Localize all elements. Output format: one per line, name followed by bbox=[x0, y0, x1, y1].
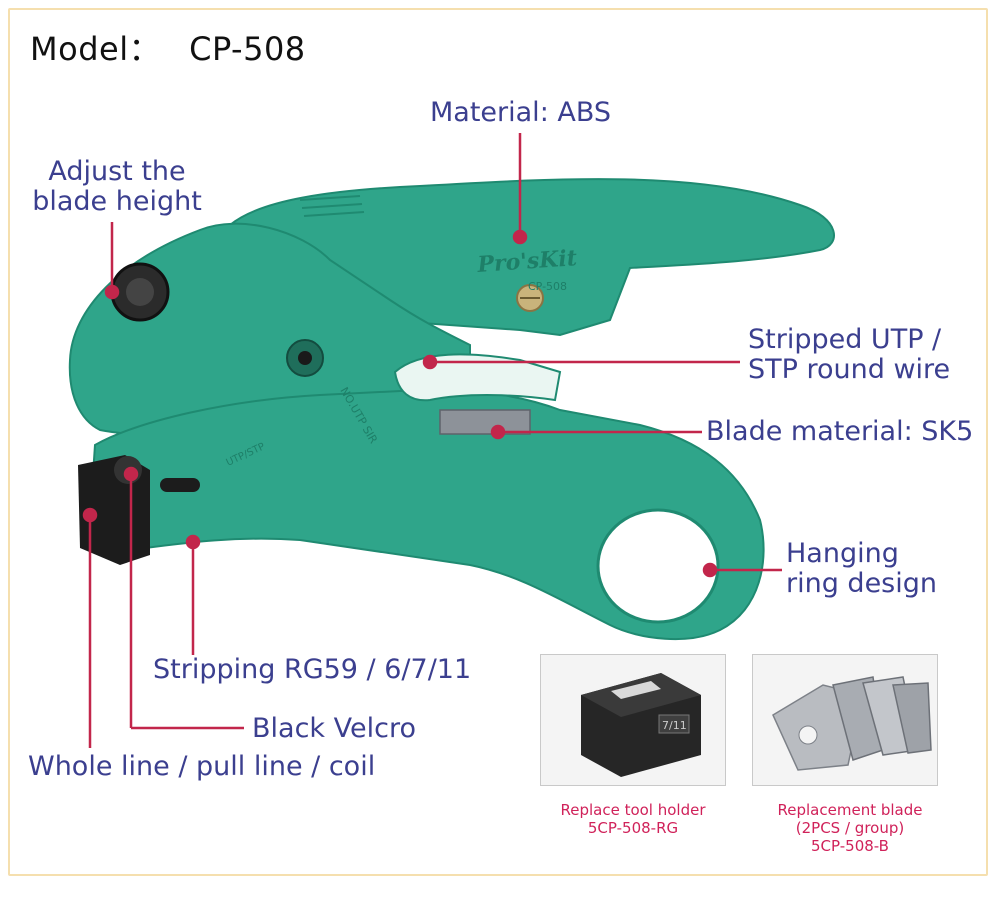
callout-adjust-line1: Adjust the bbox=[48, 156, 186, 187]
callout-material: Material: ABS bbox=[430, 97, 612, 128]
hanging-ring-hole bbox=[596, 508, 720, 624]
callout-stripped-wire: Stripped UTP / STP round wire bbox=[748, 325, 950, 385]
tool-holder-caption-line2: 5CP-508-RG bbox=[587, 819, 679, 837]
slot bbox=[160, 478, 200, 492]
callout-stripping-rg: Stripping RG59 / 6/7/11 bbox=[153, 654, 472, 685]
callout-whole-line: Whole line / pull line / coil bbox=[28, 751, 376, 782]
callout-black-velcro: Black Velcro bbox=[252, 713, 416, 744]
blade bbox=[439, 409, 531, 435]
tool-holder-caption: Replace tool holder 5CP-508-RG bbox=[523, 801, 743, 837]
callout-adjust-line2: blade height bbox=[32, 186, 202, 217]
replacement-blade-caption: Replacement blade (2PCS / group) 5CP-508… bbox=[740, 801, 960, 855]
blade-caption-line2: (2PCS / group) bbox=[795, 819, 905, 837]
model-value: CP-508 bbox=[189, 30, 306, 68]
callout-hanging-line2: ring design bbox=[786, 568, 938, 599]
page-frame bbox=[8, 8, 988, 876]
replacement-blade-photo bbox=[752, 654, 938, 786]
callout-blade-material: Blade material: SK5 bbox=[706, 416, 974, 447]
model-heading: Model： CP-508 bbox=[30, 24, 306, 70]
model-label: Model： bbox=[30, 30, 162, 68]
callout-stripped-line2: STP round wire bbox=[748, 354, 951, 385]
callout-hanging-line1: Hanging bbox=[786, 538, 899, 569]
callout-hanging-ring: Hanging ring design bbox=[786, 539, 937, 599]
tool-holder-photo: 7/11 bbox=[540, 654, 726, 786]
tool-holder-caption-line1: Replace tool holder bbox=[560, 801, 706, 819]
callout-stripped-line1: Stripped UTP / bbox=[748, 324, 942, 355]
leader-lines bbox=[82, 133, 782, 748]
callout-adjust-blade-height: Adjust the blade height bbox=[28, 157, 206, 217]
tool-holder-part-text: 7/11 bbox=[662, 719, 687, 732]
wire-channel bbox=[393, 353, 562, 402]
code-print: CP-508 bbox=[528, 280, 567, 293]
blade-caption-line1: Replacement blade bbox=[777, 801, 923, 819]
blade-caption-line3: 5CP-508-B bbox=[811, 837, 889, 855]
